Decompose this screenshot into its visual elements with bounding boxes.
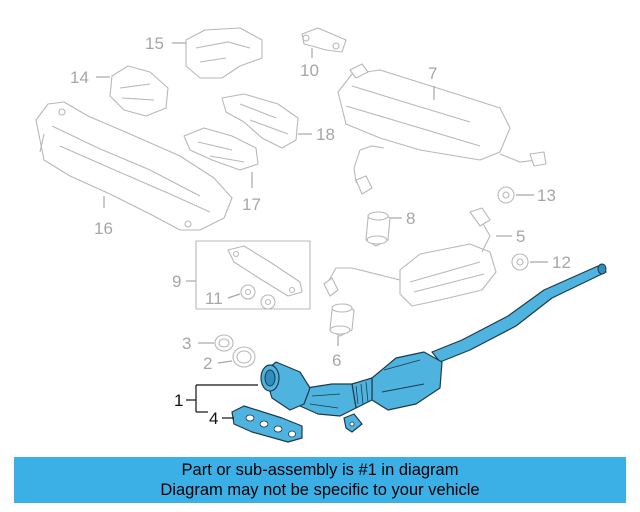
leader-11 [227,293,241,299]
part-5-center-muffler[interactable]: 5 [323,207,525,307]
callout-4: 4 [209,409,218,428]
part-16-heat-shield[interactable]: 16 [35,101,233,238]
callout-10: 10 [300,61,319,80]
callout-16: 16 [94,219,113,238]
callout-5: 5 [516,227,525,246]
callout-14: 14 [70,68,89,87]
banner-line-2: Diagram may not be specific to your vehi… [160,481,480,499]
callout-18: 18 [316,125,335,144]
part-15-heat-shield[interactable]: 15 [145,27,263,79]
callout-17: 17 [242,195,261,214]
banner-line-1: Part or sub-assembly is #1 in diagram [181,461,459,479]
exhaust-parts-diagram: 15 10 14 18 17 16 [35,27,607,443]
callout-13: 13 [537,186,556,205]
info-banner: Part or sub-assembly is #1 in diagram Di… [14,457,626,503]
part-17-heat-shield[interactable]: 17 [183,127,261,214]
callout-6: 6 [332,351,341,370]
callout-9: 9 [172,272,181,291]
part-13-hanger[interactable]: 13 [497,186,556,205]
callout-15: 15 [145,34,164,53]
part-9-mount-kit[interactable]: 9 [172,240,311,310]
part-18-heat-shield[interactable]: 18 [221,93,335,149]
callout-11: 11 [205,289,223,308]
callout-2: 2 [203,354,212,373]
leader-2 [217,360,233,364]
part-10-bracket[interactable]: 10 [300,27,347,80]
part-11-hanger[interactable]: 11 [205,284,276,310]
part-2-seal-ring[interactable]: 2 [203,346,256,373]
part-12-hanger[interactable]: 12 [511,253,571,272]
part-6-clamp[interactable]: 6 [329,303,355,370]
part-8-clamp[interactable]: 8 [365,209,415,247]
part-7-rear-muffler[interactable]: 7 [337,63,547,195]
part-1-catalytic-converter-assembly[interactable]: 1 [174,263,607,433]
part-3-gasket[interactable]: 3 [182,334,234,353]
callout-3: 3 [182,334,191,353]
part-4-manifold-gasket[interactable]: 4 [209,405,303,443]
callout-12: 12 [552,253,571,272]
part-14-heat-shield[interactable]: 14 [70,65,169,117]
callout-1: 1 [174,391,183,410]
callout-8: 8 [406,209,415,228]
callout-7: 7 [428,64,437,83]
